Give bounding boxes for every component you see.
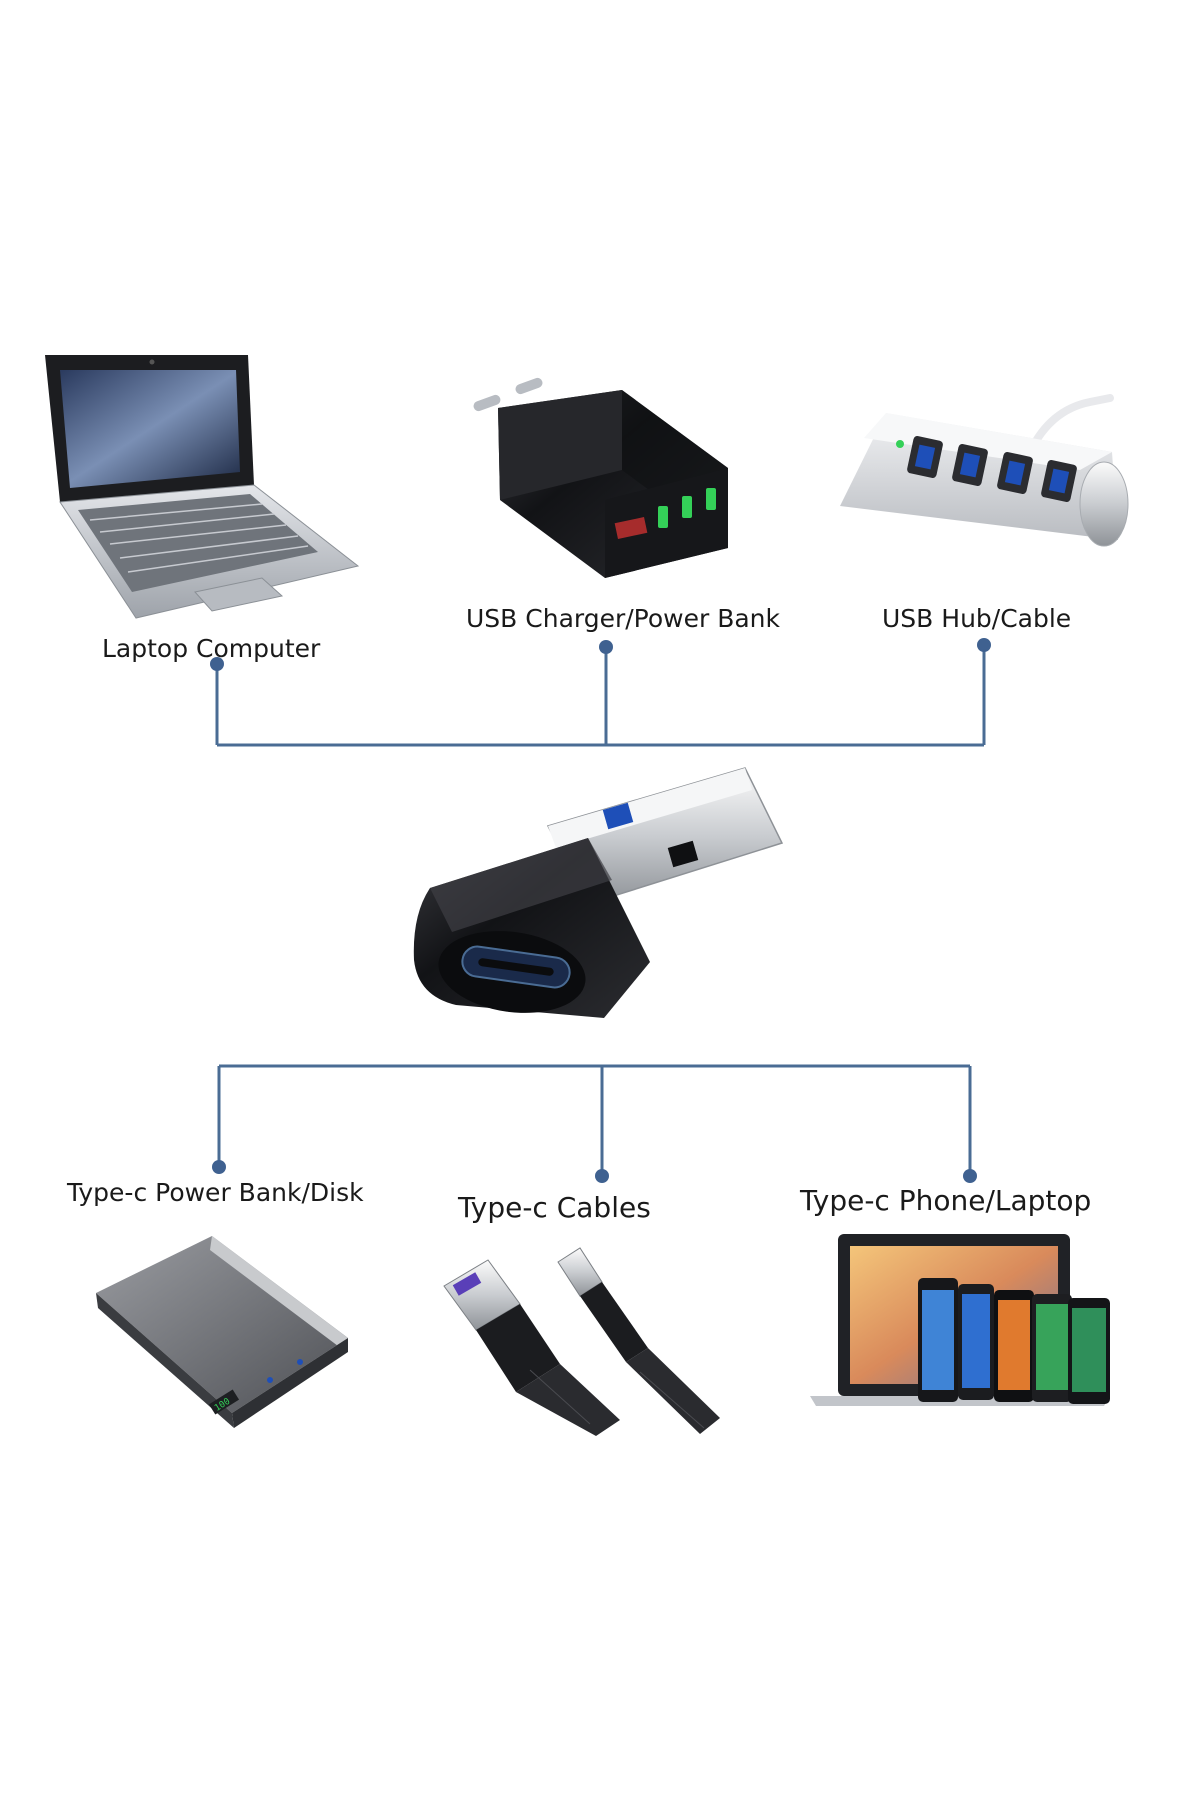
laptop-icon — [45, 355, 360, 619]
label-type-c-phone-laptop: Type-c Phone/Laptop — [800, 1184, 1092, 1217]
charger-connector-dot — [599, 640, 613, 654]
power-bank-icon: 100 — [96, 1236, 348, 1428]
power-bank-connector-dot — [212, 1160, 226, 1174]
charger-usb-ports — [658, 488, 716, 528]
hub-usb-ports — [907, 436, 1077, 502]
usb-a-to-type-c-adapter-icon — [413, 767, 784, 1018]
label-usb-charger-power-bank: USB Charger/Power Bank — [466, 604, 781, 633]
phone-laptop-connector-dot — [963, 1169, 977, 1183]
wall-charger-icon — [473, 377, 728, 578]
top-connector-lines — [210, 638, 991, 747]
phone-laptop-icon — [810, 1234, 1110, 1406]
usb-hub-icon — [840, 394, 1129, 547]
label-type-c-cables: Type-c Cables — [458, 1191, 651, 1224]
label-type-c-power-bank-disk: Type-c Power Bank/Disk — [67, 1178, 364, 1207]
cables-connector-dot — [595, 1169, 609, 1183]
laptop-connector-dot — [210, 657, 224, 671]
phones-row — [918, 1278, 1110, 1404]
type-c-cable-icon — [443, 1247, 720, 1436]
label-laptop-computer: Laptop Computer — [102, 634, 321, 663]
hub-connector-dot — [977, 638, 991, 652]
label-usb-hub-cable: USB Hub/Cable — [882, 604, 1072, 633]
bottom-connector-lines — [212, 1064, 977, 1183]
